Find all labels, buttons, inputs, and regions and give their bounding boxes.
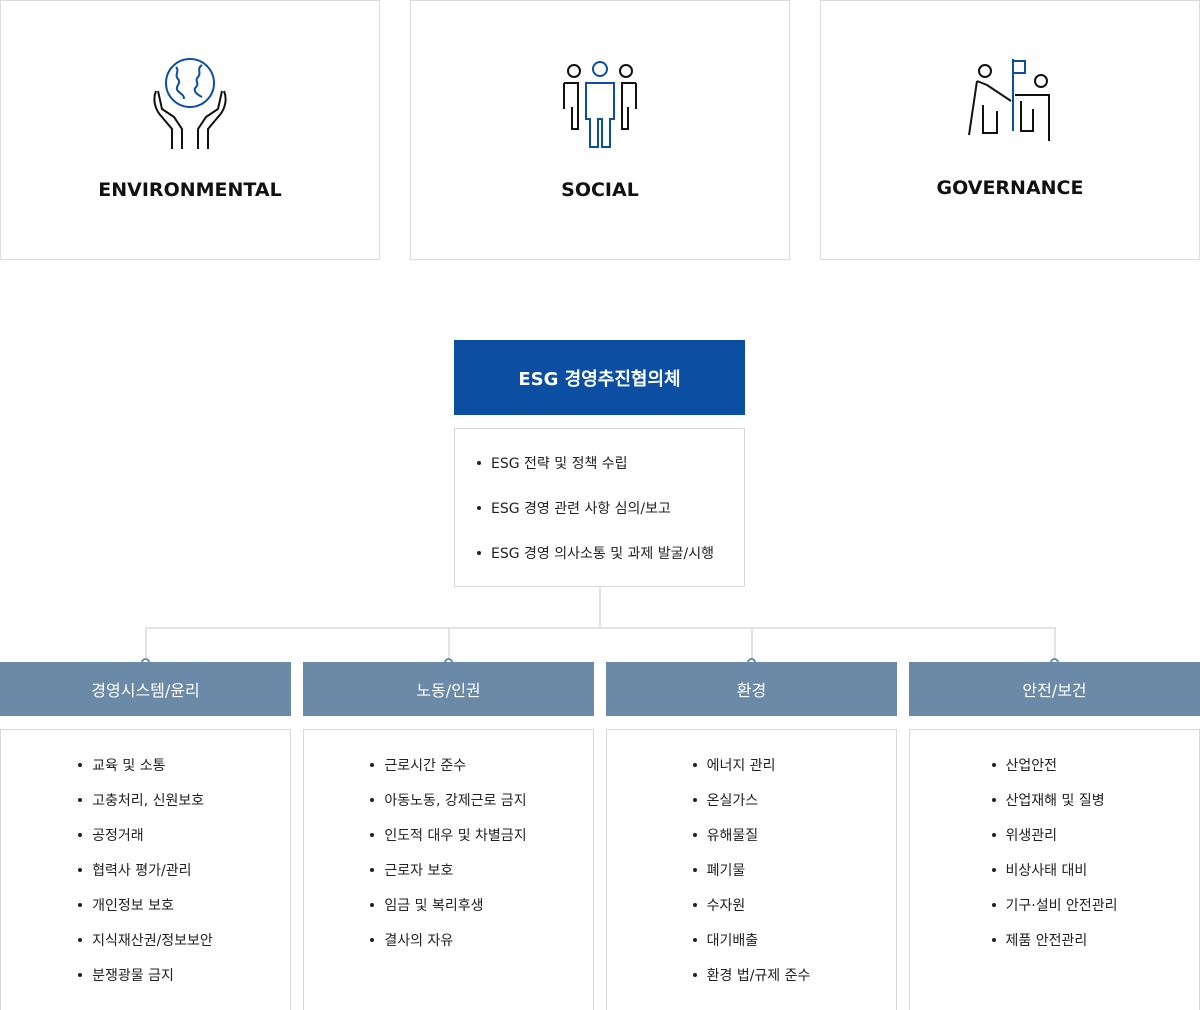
list-item: 아동노동, 강제근로 금지 xyxy=(370,790,527,825)
list-item: 산업안전 xyxy=(991,755,1118,790)
list-item: 인도적 대우 및 차별금지 xyxy=(370,825,527,860)
list-item: 협력사 평가/관리 xyxy=(78,860,213,895)
committee-title: ESG 경영추진협의체 xyxy=(454,340,745,415)
category-header: 노동/인권 xyxy=(303,662,594,716)
list-item: 산업재해 및 질병 xyxy=(991,790,1118,825)
pillar-environmental: ENVIRONMENTAL xyxy=(0,0,380,260)
pillar-governance: GOVERNANCE xyxy=(820,0,1200,260)
category-header: 경영시스템/윤리 xyxy=(0,662,291,716)
connector-line xyxy=(448,627,450,660)
list-item: 분쟁광물 금지 xyxy=(78,965,213,1000)
category-header: 환경 xyxy=(606,662,897,716)
list-item: 환경 법/규제 준수 xyxy=(692,965,810,1000)
pillar-label: GOVERNANCE xyxy=(936,177,1084,199)
list-item: 위생관리 xyxy=(991,825,1118,860)
connector-line xyxy=(1054,627,1056,660)
pillar-social: SOCIAL xyxy=(410,0,790,260)
list-item: 공정거래 xyxy=(78,825,213,860)
pillar-label: ENVIRONMENTAL xyxy=(98,179,282,201)
list-item: 임금 및 복리후생 xyxy=(370,895,526,930)
list-item: 대기배출 xyxy=(692,930,811,965)
list-item: 비상사태 대비 xyxy=(991,860,1118,895)
connector-line xyxy=(146,627,1056,629)
list-item: 유해물질 xyxy=(692,825,811,860)
connector-line xyxy=(145,627,147,660)
list-item: 제품 안전관리 xyxy=(991,930,1118,965)
committee-duties: ESG 전략 및 정책 수립 ESG 경영 관련 사항 심의/보고 ESG 경영… xyxy=(454,428,745,587)
globe-in-hands-icon xyxy=(153,58,227,149)
duty-item: ESG 경영 의사소통 및 과제 발굴/시행 xyxy=(477,543,744,588)
list-item: 개인정보 보호 xyxy=(78,895,213,930)
connector-line xyxy=(751,627,753,660)
people-group-icon xyxy=(563,61,637,148)
pillar-label: SOCIAL xyxy=(561,179,639,201)
list-item: 교육 및 소통 xyxy=(78,755,213,790)
list-item: 결사의 자유 xyxy=(370,930,526,965)
list-item: 고충처리, 신원보호 xyxy=(78,790,213,825)
duty-item: ESG 전략 및 정책 수립 xyxy=(477,453,744,498)
list-item: 지식재산권/정보보안 xyxy=(78,930,213,965)
category-header: 안전/보건 xyxy=(909,662,1200,716)
list-item: 수자원 xyxy=(692,895,811,930)
connector-line xyxy=(599,587,601,628)
list-item: 근로자 보호 xyxy=(370,860,526,895)
list-item: 근로시간 준수 xyxy=(370,755,526,790)
list-item: 에너지 관리 xyxy=(692,755,811,790)
list-item: 기구·설비 안전관리 xyxy=(991,895,1117,930)
list-item: 온실가스 xyxy=(692,790,811,825)
duty-item: ESG 경영 관련 사항 심의/보고 xyxy=(477,498,744,543)
list-item: 폐기물 xyxy=(692,860,811,895)
people-with-flag-icon xyxy=(968,59,1050,141)
